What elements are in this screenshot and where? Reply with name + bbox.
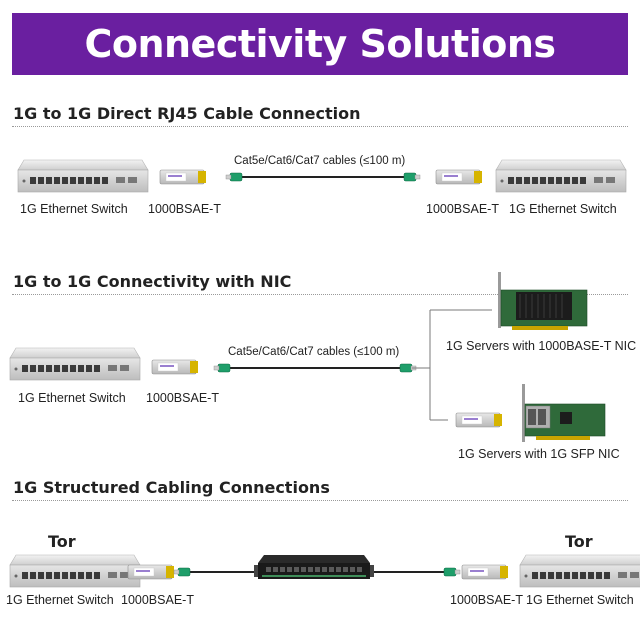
direct-right-switch (495, 159, 627, 193)
nic-module (151, 359, 199, 375)
page-title: Connectivity Solutions (84, 22, 556, 66)
cable-label: Cat5e/Cat6/Cat7 cables (≤100 m) (234, 155, 406, 167)
tor-label-left: Tor (48, 532, 76, 551)
structured-right-module (461, 564, 509, 580)
section-divider (12, 500, 628, 501)
nic-switch (9, 347, 141, 381)
cable-label: Cat5e/Cat6/Cat7 cables (≤100 m) (228, 346, 400, 358)
rj45-nic-card (498, 272, 588, 330)
patch-panel (254, 555, 374, 579)
section-divider (12, 126, 628, 127)
section-title-structured: 1G Structured Cabling Connections (13, 478, 330, 497)
module-label: 1000BSAE-T (146, 391, 219, 405)
server-label-rj45: 1G Servers with 1000BASE-T NIC (446, 339, 637, 353)
tor-label-right: Tor (565, 532, 593, 551)
switch-label: 1G Ethernet Switch (6, 593, 114, 607)
direct-right-module (435, 169, 483, 185)
module-label: 1000BSAE-T (450, 593, 523, 607)
switch-label: 1G Ethernet Switch (18, 391, 126, 405)
structured-left-switch (9, 554, 141, 588)
switch-label: 1G Ethernet Switch (509, 202, 617, 216)
module-label: 1000BSAE-T (148, 202, 221, 216)
server-label-sfp: 1G Servers with 1G SFP NIC (458, 447, 620, 461)
module-label: 1000BSAE-T (121, 593, 194, 607)
section-divider (12, 294, 628, 295)
sfp-nic-module (455, 412, 503, 428)
direct-left-switch (17, 159, 149, 193)
switch-label: 1G Ethernet Switch (20, 202, 128, 216)
direct-left-module (159, 169, 207, 185)
switch-label: 1G Ethernet Switch (526, 593, 634, 607)
structured-left-module (127, 564, 175, 580)
module-label: 1000BSAE-T (426, 202, 499, 216)
structured-right-switch (519, 554, 640, 588)
sfp-nic-card (522, 384, 606, 442)
section-title-direct: 1G to 1G Direct RJ45 Cable Connection (13, 104, 361, 123)
section-title-nic: 1G to 1G Connectivity with NIC (13, 272, 292, 291)
title-banner: Connectivity Solutions (12, 13, 628, 75)
